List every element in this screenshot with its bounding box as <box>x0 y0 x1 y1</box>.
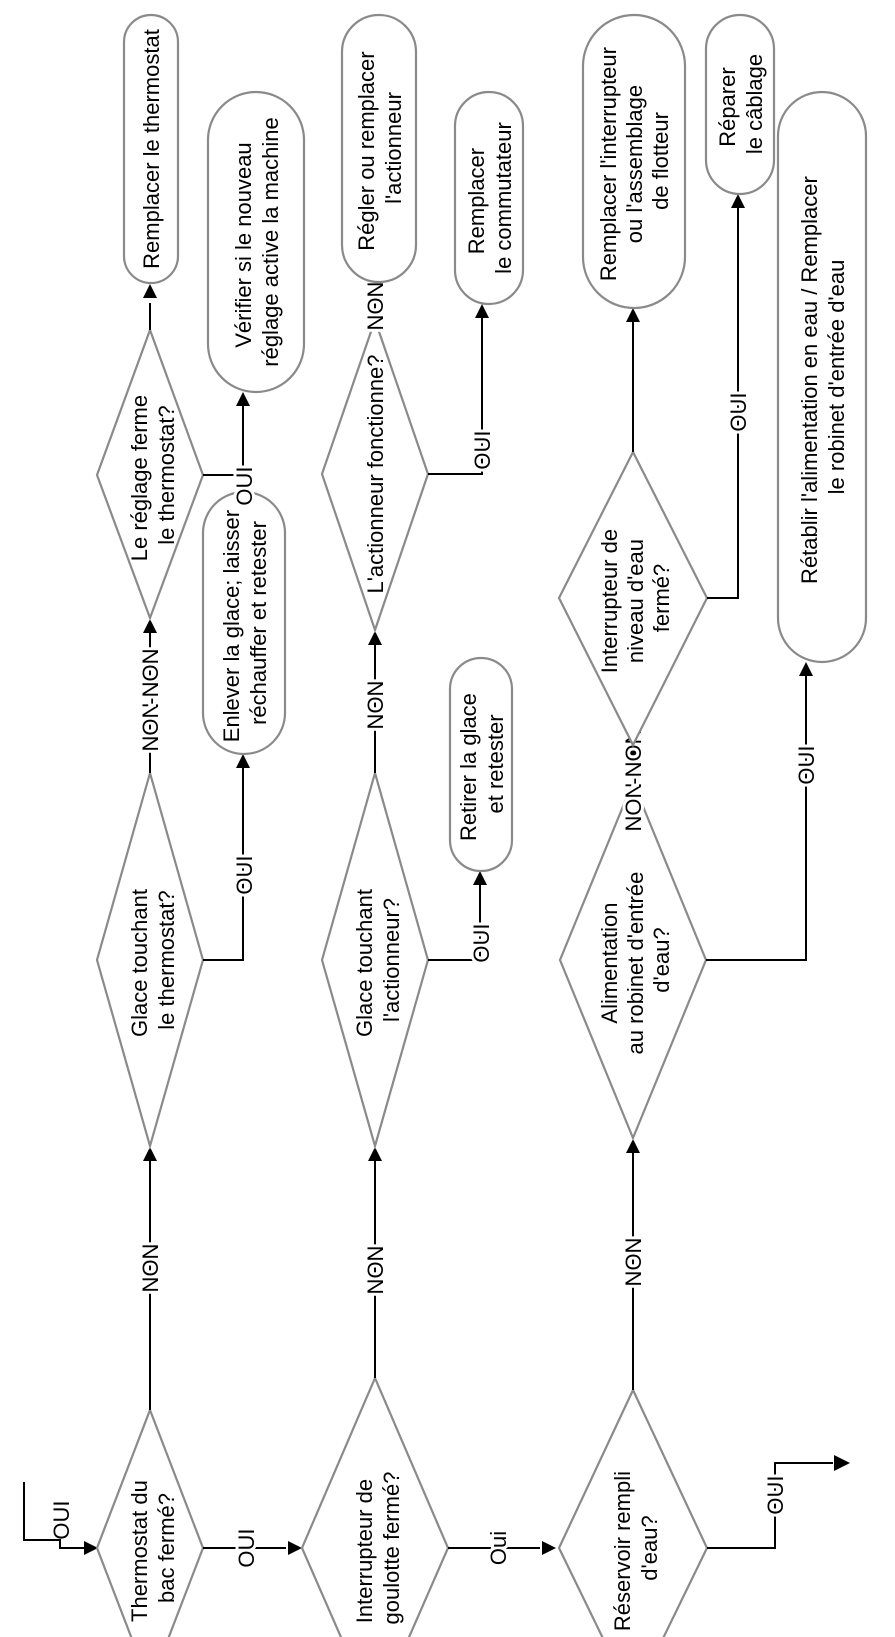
edge-label-non: NON <box>363 681 388 730</box>
arrowhead <box>236 754 250 768</box>
action-replace-thermostat <box>122 13 180 285</box>
edge-label-oui: OUI <box>726 392 751 431</box>
arrowhead <box>626 746 640 760</box>
action-label: Retirer la glace et retester <box>456 687 508 841</box>
arrowhead <box>799 662 813 676</box>
decision-label: Le réglage ferme le thermostat? <box>127 389 179 561</box>
edge-label-non: NON <box>363 282 388 331</box>
action-restore-water-supply <box>776 90 868 664</box>
action-remove-ice-retest <box>201 490 287 756</box>
arrowhead <box>236 392 250 406</box>
arrowhead <box>143 284 157 298</box>
decision-label: Alimentation au robinet d'entrée d'eau? <box>597 866 674 1055</box>
edge-label-non: NON-NON <box>138 648 163 751</box>
arrowhead <box>626 308 640 322</box>
action-label: Vérifier si le nouveau réglage active la… <box>231 117 283 366</box>
decision-label: Interrupteur de goulotte fermé? <box>352 1472 404 1625</box>
decision-label: L'actionneur fonctionne? <box>363 354 388 593</box>
edge-label-oui: OUI <box>232 466 257 505</box>
arrowhead <box>288 1541 302 1555</box>
arrowhead <box>368 282 382 296</box>
entry-connector <box>23 1482 84 1549</box>
arrowhead <box>84 1541 98 1555</box>
arrowhead <box>143 619 157 633</box>
row-chute-switch: OUI Interrupteur de goulotte fermé? NON … <box>203 13 525 1637</box>
action-replace-float-switch <box>581 13 687 310</box>
decision-bin-thermostat-closed <box>95 1406 205 1637</box>
action-adjust-replace-actuator <box>340 13 418 284</box>
edge-label-oui: Oui <box>486 1531 511 1565</box>
decision-reservoir-full <box>557 1387 709 1637</box>
action-label: Rétablir l'alimentation en eau / Remplac… <box>797 170 849 584</box>
action-remove-ice <box>448 656 514 873</box>
row-water-reservoir: Oui Réservoir rempli d'eau? OUI NON Alim… <box>448 13 868 1637</box>
arrowhead <box>368 1147 382 1161</box>
action-repair-wiring <box>704 13 776 196</box>
arrowhead <box>834 1455 850 1471</box>
decision-label: Glace touchant le thermostat? <box>127 883 179 1037</box>
action-label: Remplacer l'interrupteur ou l'assemblage… <box>596 41 673 281</box>
edge-label-non: NON <box>138 1244 163 1293</box>
action-verify-new-setting <box>206 90 306 394</box>
decision-label: Glace touchant l'actionneur? <box>352 883 404 1037</box>
connector-line <box>707 1462 833 1549</box>
action-label: Remplacer le thermostat <box>139 29 164 269</box>
edge-label-oui: OUI <box>232 855 257 894</box>
decision-label: Réservoir rempli d'eau? <box>610 1465 662 1631</box>
decision-label: Thermostat du bac fermé? <box>127 1474 179 1622</box>
action-label: Régler ou remplacer l'actionneur <box>354 45 406 250</box>
connector-line <box>428 885 481 961</box>
edge-label-oui: OUI <box>470 430 495 469</box>
arrowhead <box>626 1139 640 1153</box>
connector-line <box>428 318 483 475</box>
connector-line <box>203 405 244 476</box>
edge-label-non: NON <box>621 1238 646 1287</box>
connector-line <box>707 208 739 599</box>
action-label: Enlever la glace; laisser réchauffer et … <box>219 504 271 742</box>
arrowhead <box>143 1147 157 1161</box>
action-label: Remplacer le commutateur <box>464 122 516 274</box>
arrowhead <box>473 871 487 885</box>
arrowhead <box>368 631 382 645</box>
arrowhead <box>475 304 489 318</box>
decision-chute-switch-closed <box>300 1375 450 1637</box>
connector-line <box>203 768 244 961</box>
row-bin-thermostat: OUI Thermostat du bac fermé? NON Glace t… <box>23 13 306 1637</box>
edge-label-oui: OUI <box>234 1528 259 1567</box>
edge-label-non: NON <box>363 1246 388 1295</box>
edge-label-oui: OUI <box>763 1475 788 1514</box>
edge-label-oui: OUI <box>469 923 494 962</box>
connector-line <box>706 676 807 961</box>
action-label: Réparer le câblage <box>715 54 767 154</box>
arrowhead <box>542 1541 556 1555</box>
edge-label-oui: OUI <box>49 1500 74 1539</box>
decision-label: Interrupteur de niveau d'eau fermé? <box>597 523 674 673</box>
edge-label-oui: OUI <box>794 745 819 784</box>
arrowhead <box>731 194 745 208</box>
action-replace-switch <box>453 90 525 306</box>
